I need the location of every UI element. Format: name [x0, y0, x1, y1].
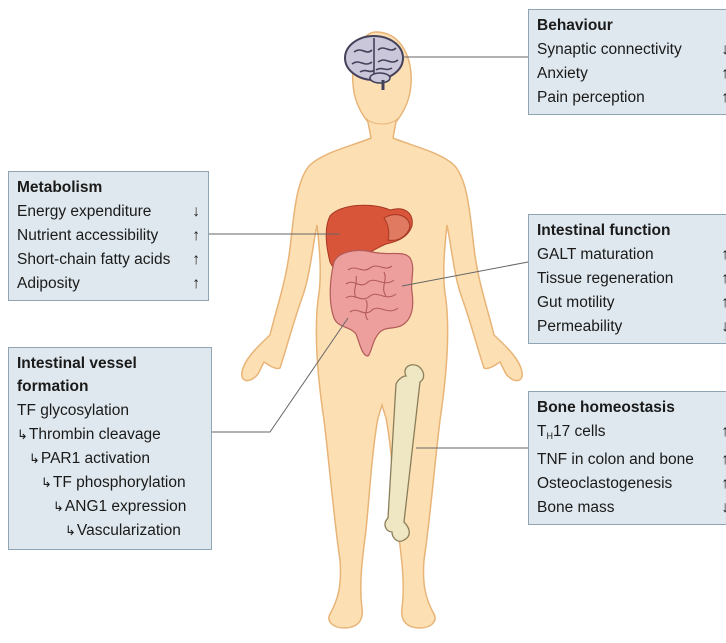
- vessel-formation-title-line1: Intestinal vessel: [17, 353, 203, 375]
- increase-arrow-icon: ↑: [721, 420, 726, 448]
- increase-arrow-icon: ↑: [721, 243, 726, 267]
- pathway-step: ↳Thrombin cleavage: [17, 423, 203, 447]
- list-item: TH17 cells ↑: [537, 420, 726, 448]
- pathway-step: ↳TF phosphorylation: [17, 471, 203, 495]
- decrease-arrow-icon: ↓: [721, 496, 726, 520]
- list-item: Pain perception↑: [537, 86, 726, 110]
- step-arrow-icon: ↳: [17, 427, 28, 442]
- step-arrow-icon: ↳: [41, 475, 52, 490]
- pathway-step: ↳PAR1 activation: [17, 447, 203, 471]
- increase-arrow-icon: ↑: [721, 62, 726, 86]
- th17-cells-label: TH17 cells: [537, 420, 606, 448]
- list-item: Short-chain fatty acids↑: [17, 248, 200, 272]
- behaviour-title: Behaviour: [537, 15, 726, 37]
- metabolism-title: Metabolism: [17, 177, 200, 199]
- list-item: Gut motility↑: [537, 291, 726, 315]
- list-item: Nutrient accessibility↑: [17, 224, 200, 248]
- step-arrow-icon: ↳: [29, 451, 40, 466]
- list-item: GALT maturation↑: [537, 243, 726, 267]
- increase-arrow-icon: ↑: [721, 448, 726, 472]
- pathway-step: ↳Vascularization: [17, 519, 203, 543]
- increase-arrow-icon: ↑: [721, 291, 726, 315]
- list-item: Synaptic connectivity↓: [537, 38, 726, 62]
- list-item: Permeability↓: [537, 315, 726, 339]
- step-arrow-icon: ↳: [65, 523, 76, 538]
- list-item: Anxiety↑: [537, 62, 726, 86]
- decrease-arrow-icon: ↓: [192, 200, 200, 224]
- increase-arrow-icon: ↑: [721, 86, 726, 110]
- list-item: TNF in colon and bone↑: [537, 448, 726, 472]
- metabolism-panel: Metabolism Energy expenditure↓ Nutrient …: [8, 171, 209, 301]
- bone-homeostasis-panel: Bone homeostasis TH17 cells ↑ TNF in col…: [528, 391, 726, 525]
- pathway-step: TF glycosylation: [17, 399, 203, 423]
- increase-arrow-icon: ↑: [192, 272, 200, 296]
- intestinal-function-title: Intestinal function: [537, 220, 726, 242]
- bone-homeostasis-title: Bone homeostasis: [537, 397, 726, 419]
- vessel-formation-title-line2: formation: [17, 376, 203, 398]
- increase-arrow-icon: ↑: [721, 472, 726, 496]
- list-item: Energy expenditure↓: [17, 200, 200, 224]
- increase-arrow-icon: ↑: [192, 224, 200, 248]
- list-item: Osteoclastogenesis↑: [537, 472, 726, 496]
- decrease-arrow-icon: ↓: [721, 315, 726, 339]
- behaviour-panel: Behaviour Synaptic connectivity↓ Anxiety…: [528, 9, 726, 115]
- pathway-step: ↳ANG1 expression: [17, 495, 203, 519]
- step-arrow-icon: ↳: [53, 499, 64, 514]
- list-item: Bone mass↓: [537, 496, 726, 520]
- intestinal-function-panel: Intestinal function GALT maturation↑ Tis…: [528, 214, 726, 344]
- intestinal-vessel-formation-panel: Intestinal vessel formation TF glycosyla…: [8, 347, 212, 550]
- increase-arrow-icon: ↑: [721, 267, 726, 291]
- increase-arrow-icon: ↑: [192, 248, 200, 272]
- decrease-arrow-icon: ↓: [721, 38, 726, 62]
- list-item: Tissue regeneration↑: [537, 267, 726, 291]
- list-item: Adiposity↑: [17, 272, 200, 296]
